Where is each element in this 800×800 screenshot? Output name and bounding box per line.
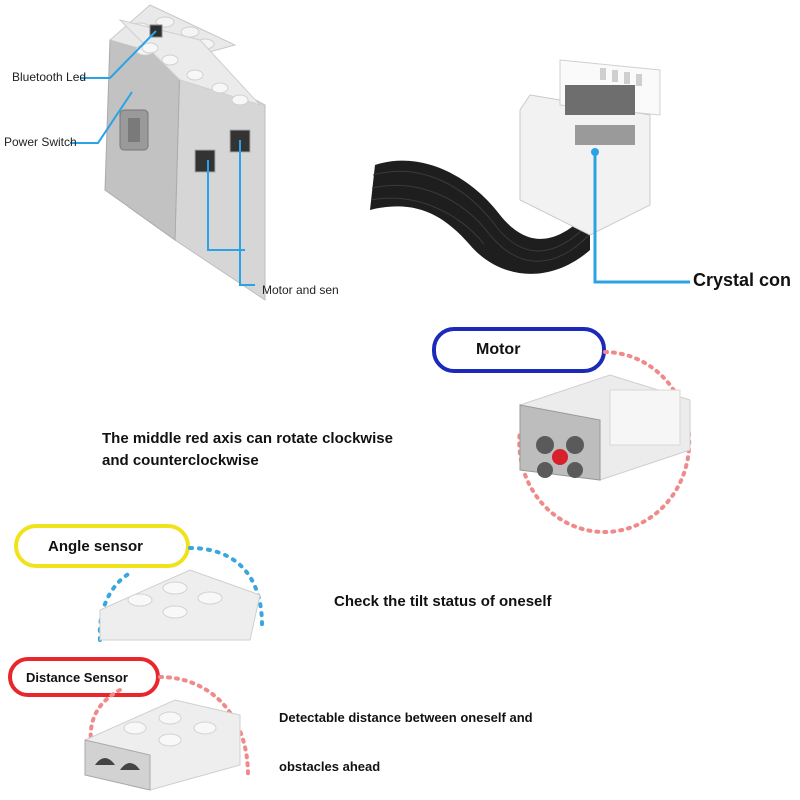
distance-sensor-title-pill: Distance Sensor [8, 657, 160, 697]
angle-sensor-description: Check the tilt status of oneself [334, 593, 552, 610]
motor-title: Motor [476, 341, 521, 358]
distance-sensor-title: Distance Sensor [26, 669, 128, 685]
motor-sensor-port-label: Motor and sen [262, 283, 339, 297]
motor-description-line2: and counterclockwise [102, 452, 259, 469]
motor-title-pill: Motor [432, 327, 606, 373]
crystal-connector-label: Crystal con [693, 270, 792, 290]
distance-sensor-description-line2: obstacles ahead [279, 759, 381, 774]
power-switch-label: Power Switch [4, 135, 77, 149]
bluetooth-led-label: Bluetooth Led [12, 70, 87, 84]
angle-sensor-title-pill: Angle sensor [14, 524, 190, 568]
angle-sensor-title: Angle sensor [48, 537, 144, 555]
motor-description: The middle red axis can rotate clockwise… [102, 428, 502, 472]
motor-description-line1: The middle red axis can rotate clockwise [102, 430, 393, 447]
distance-sensor-description-line1: Detectable distance between oneself and [279, 710, 533, 725]
